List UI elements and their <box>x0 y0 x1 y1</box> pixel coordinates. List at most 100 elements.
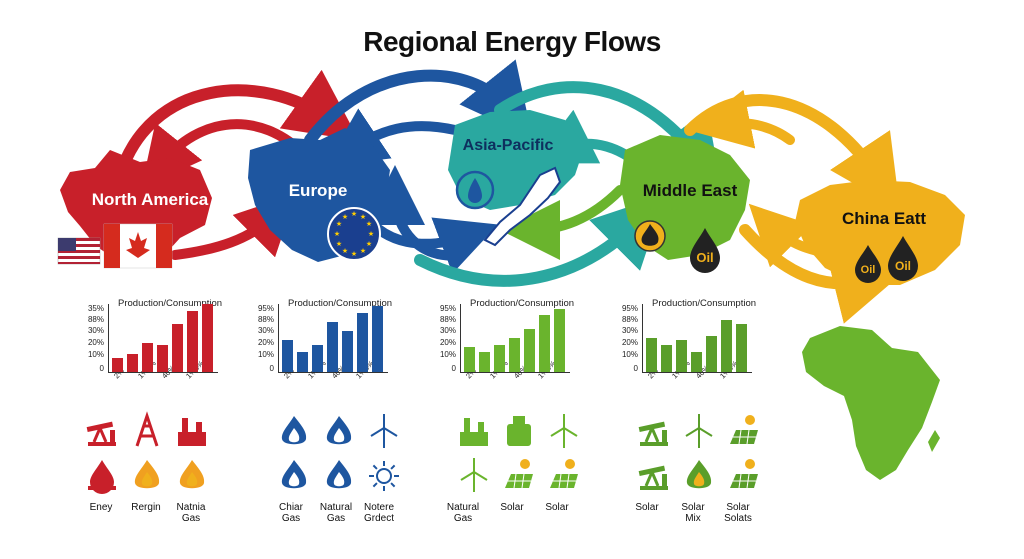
chart-bar <box>676 340 687 372</box>
chart-bar <box>494 345 505 372</box>
chart-bar <box>202 304 213 372</box>
region-europe: ★★★ ★★★ ★★★ ★★★ Europe <box>248 128 390 262</box>
chart-bar <box>327 322 338 372</box>
svg-text:★: ★ <box>351 210 357 218</box>
oil-drop-icon-1: Oil <box>855 245 881 283</box>
caption: Natnia Gas <box>176 502 206 524</box>
chart-panel-north-america: Production/Consumption 35% 88% 30% 20% 1… <box>78 296 253 396</box>
y-tick: 0 <box>451 364 456 373</box>
x-axis <box>460 372 570 373</box>
svg-text:★: ★ <box>334 230 340 238</box>
region-label-asia-pacific: Asia-Pacific <box>463 137 554 154</box>
chart-bar <box>112 358 123 372</box>
y-tick: 0 <box>99 364 104 373</box>
y-tick: 20% <box>439 338 456 347</box>
chart-bar <box>372 306 383 372</box>
caption: Rergin <box>131 502 161 513</box>
y-tick: 0 <box>633 364 638 373</box>
x-axis <box>278 372 388 373</box>
flow-arrow-asia-europe-low <box>365 165 465 261</box>
chart-bar <box>312 345 323 372</box>
caption: Natural Gas <box>446 502 480 524</box>
oil-badge-icon: Oil <box>690 228 720 273</box>
chart-bar <box>282 340 293 372</box>
y-tick: 88% <box>257 315 274 324</box>
y-tick: 30% <box>87 326 104 335</box>
chart-bar <box>706 336 717 372</box>
chart-bar <box>661 345 672 372</box>
caption: Solar <box>500 502 524 513</box>
chart-panel-asia-pacific: Production/Consumption 95% 88% 30% 20% 1… <box>430 296 605 396</box>
region-north-america: North America <box>57 150 212 269</box>
chart-bar <box>721 320 732 372</box>
x-axis <box>108 372 218 373</box>
svg-text:★: ★ <box>360 247 366 255</box>
caption: Solar Solats <box>724 502 752 524</box>
caption: Solar Mix <box>681 502 705 524</box>
y-tick: 10% <box>257 350 274 359</box>
flow-arrow-asia-me-low <box>414 194 666 287</box>
chart-title: Production/Consumption <box>652 298 757 309</box>
oil-badge-label: Oil <box>696 250 713 265</box>
region-middle-east: Oil Middle East <box>620 135 750 273</box>
oil-badge-label-2: Oil <box>895 259 911 273</box>
chart-bar <box>691 352 702 372</box>
canada-flag-icon <box>103 223 173 269</box>
region-label-north-america: North America <box>92 190 209 209</box>
chart-bar <box>479 352 490 372</box>
y-tick: 30% <box>439 326 456 335</box>
region-label-china: China Eatt <box>842 209 926 228</box>
region-label-europe: Europe <box>289 181 348 200</box>
y-tick: 95% <box>257 304 274 313</box>
svg-text:★: ★ <box>336 220 342 228</box>
eu-flag-icon: ★★★ ★★★ ★★★ ★★★ <box>327 207 381 261</box>
chart-bar <box>357 313 368 372</box>
svg-text:★: ★ <box>342 213 348 221</box>
y-tick: 20% <box>87 338 104 347</box>
svg-text:★: ★ <box>368 230 374 238</box>
chart-bar <box>524 329 535 372</box>
y-tick: 20% <box>257 338 274 347</box>
y-tick: 10% <box>87 350 104 359</box>
chart-title: Production/Consumption <box>288 298 393 309</box>
oil-drop-badge-icon <box>455 170 495 210</box>
chart-bar <box>539 315 550 372</box>
chart-bar <box>127 354 138 372</box>
flow-arrow-me-asia-low <box>500 185 625 260</box>
japan-shape <box>483 166 562 247</box>
page-title: Regional Energy Flows <box>363 26 661 57</box>
y-axis <box>108 304 109 372</box>
chart-bar <box>646 338 657 372</box>
y-axis <box>642 304 643 372</box>
chart-bar <box>342 331 353 372</box>
y-axis <box>278 304 279 372</box>
y-tick: 95% <box>439 304 456 313</box>
region-africa <box>802 326 940 480</box>
caption: Eney <box>89 502 113 513</box>
y-tick: 35% <box>87 304 104 313</box>
chart-bar <box>554 309 565 372</box>
svg-text:★: ★ <box>360 213 366 221</box>
usa-flag-icon <box>57 237 101 265</box>
region-asia-pacific: Asia-Pacific <box>448 110 585 247</box>
chart-bar <box>736 324 747 372</box>
flame-badge-icon <box>634 220 666 252</box>
chart-bar <box>172 324 183 372</box>
y-tick: 10% <box>621 350 638 359</box>
flow-arrow-china-me <box>690 89 795 149</box>
chart-bar <box>464 347 475 372</box>
caption: Natural Gas <box>319 502 353 524</box>
chart-bar <box>297 352 308 372</box>
caption: Notere Grdect <box>363 502 394 524</box>
y-tick: 95% <box>621 304 638 313</box>
y-tick: 88% <box>87 315 104 324</box>
y-axis <box>460 304 461 372</box>
svg-text:★: ★ <box>351 250 357 258</box>
chart-panel-europe: Production/Consumption 95% 88% 30% 20% 1… <box>248 296 423 396</box>
y-tick: 30% <box>621 326 638 335</box>
svg-text:★: ★ <box>342 247 348 255</box>
y-tick: 20% <box>621 338 638 347</box>
chart-bar <box>157 345 168 372</box>
chart-title: Production/Consumption <box>118 298 223 309</box>
caption: Solar <box>545 502 569 513</box>
